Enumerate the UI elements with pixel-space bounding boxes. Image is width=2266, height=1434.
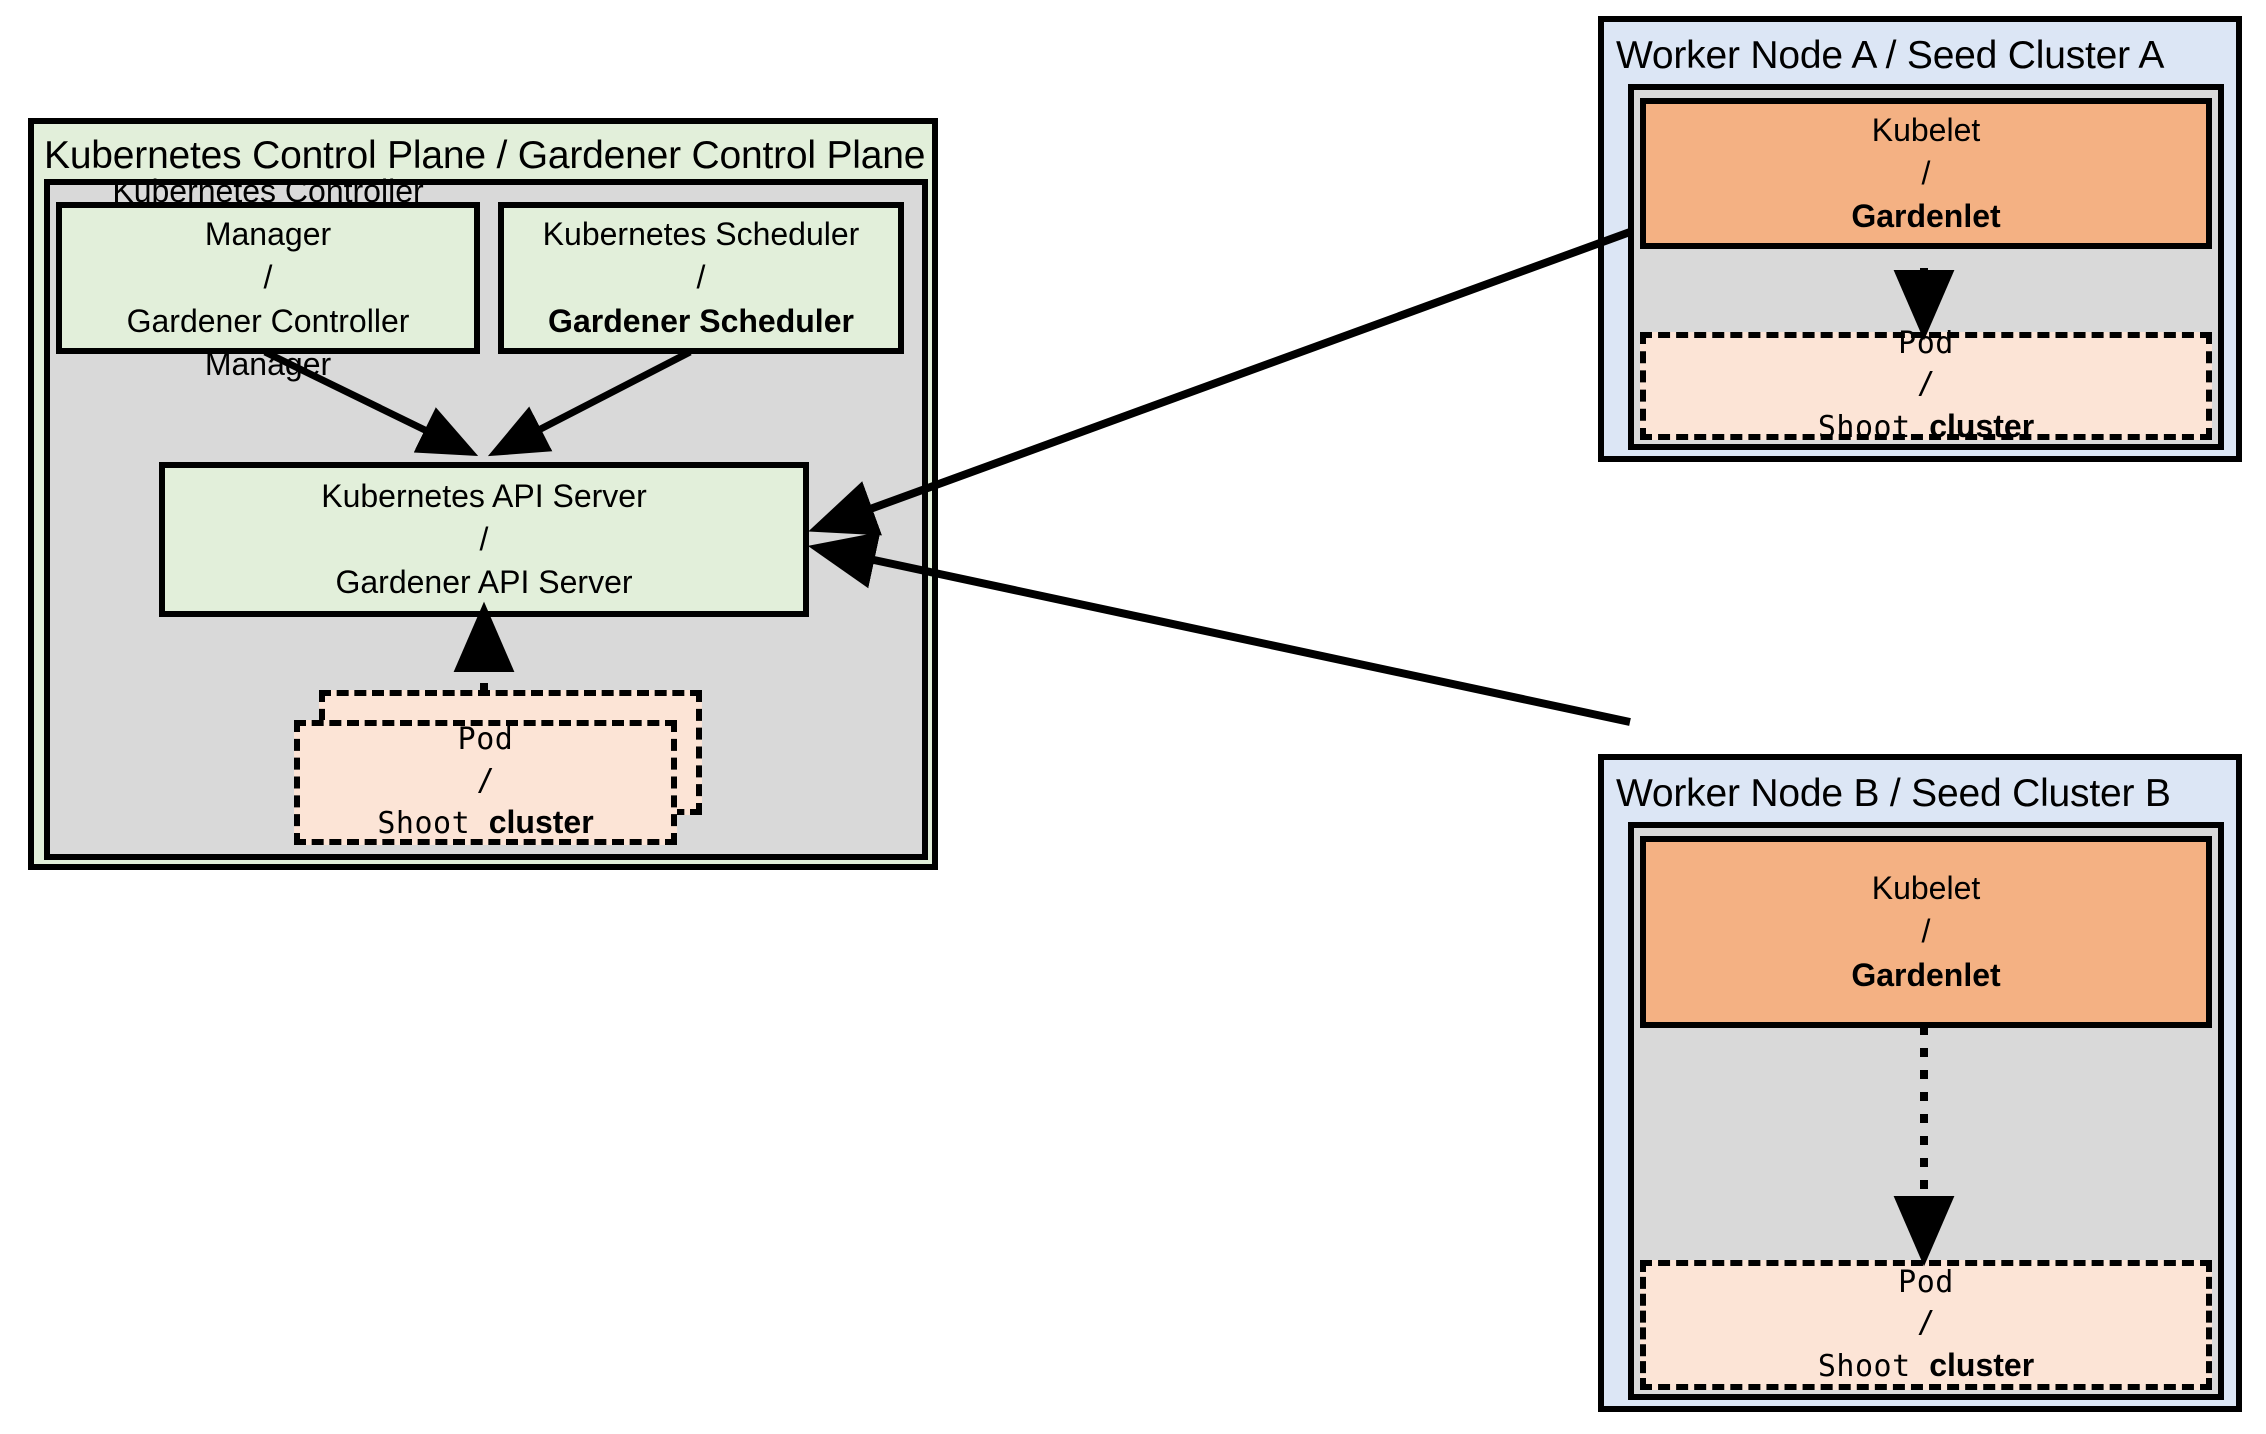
worker-node-a-kubelet-line2: Gardenlet xyxy=(1851,198,2001,235)
scheduler-line1: Kubernetes Scheduler xyxy=(542,216,860,253)
control-plane-pod-line1: Pod xyxy=(457,722,514,758)
worker-node-b-kubelet-box[interactable]: Kubelet / Gardenlet xyxy=(1640,836,2212,1028)
worker-node-b-pod-line1: Pod xyxy=(1898,1264,1954,1300)
control-plane-pod-line2: Shoot cluster xyxy=(377,801,593,845)
worker-node-a-panel: Worker Node A / Seed Cluster A Kubelet /… xyxy=(1598,16,2242,462)
control-plane-title: Kubernetes Control Plane / Gardener Cont… xyxy=(44,134,926,177)
worker-node-a-pod-box[interactable]: Pod / Shoot cluster xyxy=(1640,326,2212,445)
worker-node-b-kubelet-line1: Kubelet xyxy=(1871,870,1981,907)
control-plane-pod-line2-mono: Shoot xyxy=(377,806,489,842)
worker-node-b-pod-line2-bold: cluster xyxy=(1929,1346,2035,1383)
worker-node-b-pod-box[interactable]: Pod / Shoot cluster xyxy=(1640,1260,2212,1390)
worker-node-b-panel: Worker Node B / Seed Cluster B Kubelet /… xyxy=(1598,754,2242,1412)
worker-node-a-pod-line2: Shoot cluster xyxy=(1818,405,2034,449)
worker-node-a-pod-line2-bold: cluster xyxy=(1929,407,2035,444)
kubernetes-api-server-box[interactable]: Kubernetes API Server / Gardener API Ser… xyxy=(159,462,809,617)
worker-node-b-pod-line2-mono: Shoot xyxy=(1817,1348,1930,1384)
controller-manager-separator: / xyxy=(263,259,273,296)
worker-node-b-title: Worker Node B / Seed Cluster B xyxy=(1616,772,2171,815)
worker-node-b-kubelet-line2: Gardenlet xyxy=(1851,956,2001,993)
control-plane-pod-line2-bold: cluster xyxy=(488,804,594,841)
scheduler-line2: Gardener Scheduler xyxy=(548,302,854,339)
worker-node-a-pod-separator: / xyxy=(1916,366,1936,402)
worker-node-a-kubelet-box[interactable]: Kubelet / Gardenlet xyxy=(1640,98,2212,249)
api-server-line1: Kubernetes API Server xyxy=(321,477,647,514)
control-plane-panel: Kubernetes Control Plane / Gardener Cont… xyxy=(28,118,938,870)
control-plane-pod-front[interactable]: Pod / Shoot cluster xyxy=(294,720,677,845)
worker-node-a-pod-line1: Pod xyxy=(1898,325,1954,361)
worker-node-b-kubelet-separator: / xyxy=(1921,913,1931,950)
arrow-gardenlet-b-to-api-server xyxy=(807,531,1631,726)
worker-node-b-pod-line2: Shoot cluster xyxy=(1818,1344,2034,1388)
worker-node-a-title: Worker Node A / Seed Cluster A xyxy=(1616,34,2165,77)
controller-manager-line2: Gardener Controller Manager xyxy=(126,302,410,382)
worker-node-b-pod-separator: / xyxy=(1916,1305,1936,1341)
scheduler-separator: / xyxy=(696,259,706,296)
api-server-separator: / xyxy=(479,520,489,557)
worker-node-a-pod-line2-mono: Shoot xyxy=(1817,409,1930,445)
worker-node-a-kubelet-separator: / xyxy=(1921,154,1931,191)
controller-manager-line1: Kubernetes Controller Manager xyxy=(112,173,424,253)
control-plane-pod-separator: / xyxy=(476,762,495,798)
kubernetes-scheduler-box[interactable]: Kubernetes Scheduler / Gardener Schedule… xyxy=(498,202,904,354)
api-server-line2: Gardener API Server xyxy=(335,564,633,601)
arrow-gardenlet-a-to-api-server xyxy=(808,228,1632,536)
kubernetes-controller-manager-box[interactable]: Kubernetes Controller Manager / Gardener… xyxy=(56,173,480,382)
worker-node-a-kubelet-line1: Kubelet xyxy=(1871,111,1981,148)
